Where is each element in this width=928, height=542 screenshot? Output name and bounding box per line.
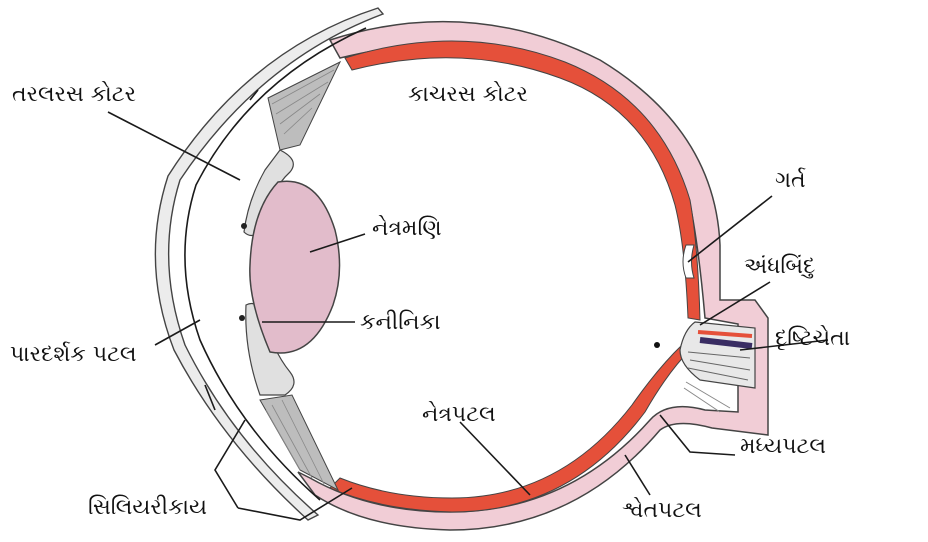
label-cornea: પારદર્શક પટલ [10, 344, 137, 366]
blind-spot-dot [654, 342, 660, 348]
label-pupil: કનીનિકા [360, 312, 441, 334]
leader-sclera [625, 455, 650, 495]
label-choroid: મધ્યપટલ [740, 436, 826, 458]
label-aqueous-chamber: તરલરસ કોટર [12, 84, 136, 106]
leader-retina [460, 422, 530, 495]
label-retina: નેત્રપટલ [422, 404, 496, 426]
choroid-lower [330, 345, 690, 512]
label-vitreous-chamber: કાચરસ કોટર [408, 84, 528, 106]
label-optic-nerve: દૃષ્ટિચેતા [775, 328, 850, 350]
label-fovea: ગર્ત [775, 170, 806, 192]
label-sclera: શ્વેતપટલ [622, 500, 702, 522]
label-lens: નેત્રમણિ [372, 218, 442, 240]
lens [250, 181, 340, 353]
label-blind-spot: અંધબિંદુ [744, 256, 815, 278]
label-ciliary-body: સિલિયરીકાય [88, 497, 207, 519]
